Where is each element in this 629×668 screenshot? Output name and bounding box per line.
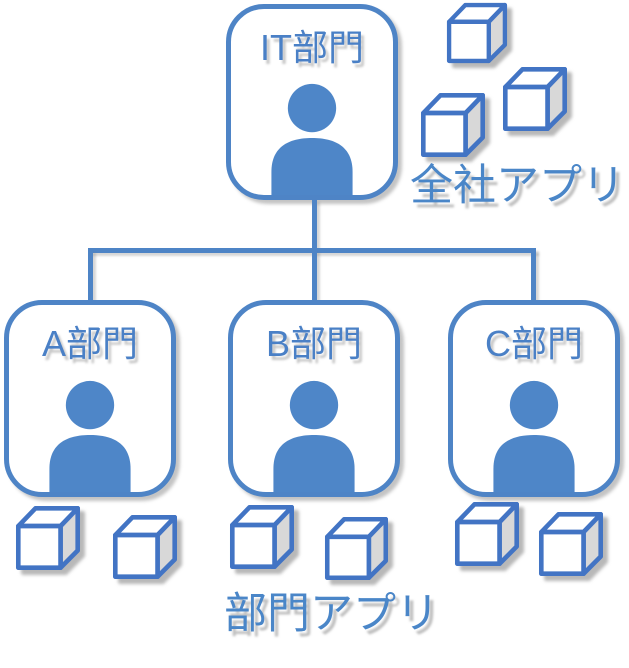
box-label: C部門 — [485, 323, 583, 364]
connector-drop-b — [312, 250, 317, 302]
box-label: IT部門 — [260, 27, 364, 68]
app-cube-icon — [229, 504, 295, 570]
box-it-dept: IT部門 — [226, 4, 398, 200]
app-cube-icon — [324, 516, 389, 581]
app-cube-icon — [538, 511, 604, 577]
person-icon — [264, 82, 361, 196]
app-cube-icon — [420, 92, 486, 158]
app-cube-icon — [112, 514, 178, 580]
company-apps-label: 全社アプリ — [410, 162, 625, 210]
connector-drop-c — [531, 250, 536, 302]
box-label: A部門 — [41, 323, 138, 364]
dept-apps-label: 部門アプリ — [224, 590, 439, 638]
person-icon — [42, 379, 139, 493]
app-cube-icon — [454, 501, 520, 567]
app-cube-icon — [446, 2, 508, 64]
box-dept-a: A部門 — [4, 300, 176, 497]
app-cube-icon — [15, 505, 81, 571]
person-icon — [486, 379, 583, 493]
app-cube-icon — [502, 66, 568, 132]
connector-drop-a — [88, 250, 93, 302]
box-label: B部門 — [265, 323, 362, 364]
box-dept-c: C部門 — [448, 300, 620, 497]
box-dept-b: B部門 — [228, 300, 400, 497]
connector-trunk — [312, 199, 317, 250]
person-icon — [266, 379, 363, 493]
